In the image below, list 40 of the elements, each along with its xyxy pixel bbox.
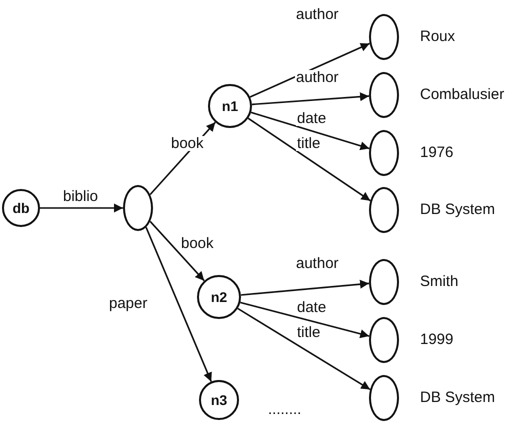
ellipse-node — [369, 375, 399, 421]
edge-label: date — [296, 300, 328, 315]
arrow — [240, 302, 370, 338]
edge-label: author — [295, 70, 340, 85]
edge-label: book — [170, 136, 205, 151]
arrow — [250, 112, 370, 150]
ellipse-node — [369, 259, 399, 305]
arrow — [237, 308, 371, 390]
edge-label: author — [295, 7, 340, 22]
arrow — [150, 220, 205, 282]
edge-label: book — [180, 236, 215, 251]
ellipse-node — [369, 72, 399, 118]
value-label: 1999 — [420, 332, 454, 347]
ellipse-node — [369, 130, 399, 176]
ellipse-node — [369, 14, 399, 60]
arrow — [250, 42, 370, 98]
circle-node: n1 — [208, 84, 252, 128]
value-label: 1976 — [420, 145, 454, 160]
value-label: DB System — [420, 390, 496, 405]
ellipse-node — [123, 185, 153, 231]
circle-node: n2 — [197, 275, 241, 319]
value-label: Smith — [420, 274, 458, 289]
edge-label: biblio — [62, 189, 100, 204]
value-label: DB System — [420, 202, 496, 217]
value-label: Combalusier — [420, 87, 504, 102]
arrow — [145, 226, 212, 382]
arrow — [252, 92, 370, 106]
edge-label: author — [295, 256, 340, 271]
edge-label: date — [296, 111, 328, 126]
value-label: Roux — [420, 29, 456, 44]
circle-node: n3 — [199, 380, 239, 420]
arrow — [248, 118, 371, 202]
edge-label: title — [296, 325, 322, 340]
edge-label: title — [296, 136, 322, 151]
arrow — [240, 280, 370, 296]
ellipse-node — [369, 187, 399, 233]
ellipse-node — [369, 317, 399, 363]
ellipsis-label: ........ — [268, 402, 302, 417]
arrow — [40, 204, 123, 212]
circle-node: db — [2, 189, 40, 227]
